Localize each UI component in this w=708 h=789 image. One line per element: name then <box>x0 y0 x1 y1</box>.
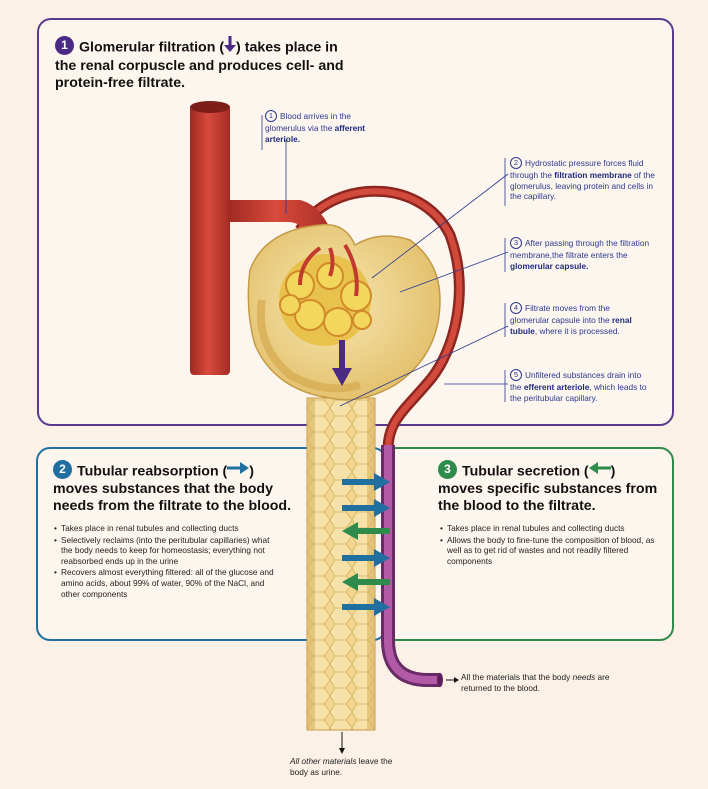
section-1-heading: 1 Glomerular filtration () takes place in… <box>55 36 355 92</box>
list-item: Allows the body to fine-tune the composi… <box>440 535 665 567</box>
secretion-arrow <box>342 522 390 540</box>
section-3-bullets: Takes place in renal tubules and collect… <box>440 523 665 567</box>
right-arrow-icon <box>227 462 250 479</box>
section-2-title-start: Tubular reabsorption ( <box>77 463 228 480</box>
down-arrow-icon <box>224 36 237 57</box>
section-3-number: 3 <box>438 460 457 479</box>
renal-tubule <box>306 397 376 731</box>
glomerulus <box>279 243 372 346</box>
reabsorption-arrow <box>342 549 390 567</box>
section-1-number: 1 <box>55 36 74 55</box>
return-note: All the materials that the body needs ar… <box>461 672 610 693</box>
reabsorption-arrow <box>342 473 390 491</box>
list-item: Selectively reclaims (into the peritubul… <box>54 535 279 567</box>
list-item: Takes place in renal tubules and collect… <box>54 523 279 534</box>
reabsorption-arrow <box>342 499 390 517</box>
peritubular-capillary <box>381 445 440 687</box>
list-item: Takes place in renal tubules and collect… <box>440 523 665 534</box>
section-2-bullets: Takes place in renal tubules and collect… <box>54 523 279 600</box>
section-3-heading: 3 Tubular secretion () moves specific sub… <box>438 460 658 515</box>
secretion-arrow <box>342 573 390 591</box>
section-2-title-end: ) moves substances that the body needs f… <box>53 463 292 514</box>
left-arrow-icon <box>588 462 611 479</box>
section-1-title-start: Glomerular filtration ( <box>79 39 225 56</box>
section-3-title-end: ) moves specific substances from the blo… <box>438 463 658 514</box>
section-3-title-start: Tubular secretion ( <box>462 463 589 480</box>
urine-note: All other materials leave the body as ur… <box>290 756 393 777</box>
reabsorption-arrow <box>342 598 390 616</box>
section-1-title-end: ) takes place in the renal corpuscle and… <box>55 39 344 91</box>
section-2-number: 2 <box>53 460 72 479</box>
afferent-arteriole <box>190 105 230 375</box>
filtration-arrow <box>332 340 352 386</box>
section-2-heading: 2 Tubular reabsorption () moves substance… <box>53 460 298 515</box>
list-item: Recovers almost everything filtered: all… <box>54 567 279 599</box>
